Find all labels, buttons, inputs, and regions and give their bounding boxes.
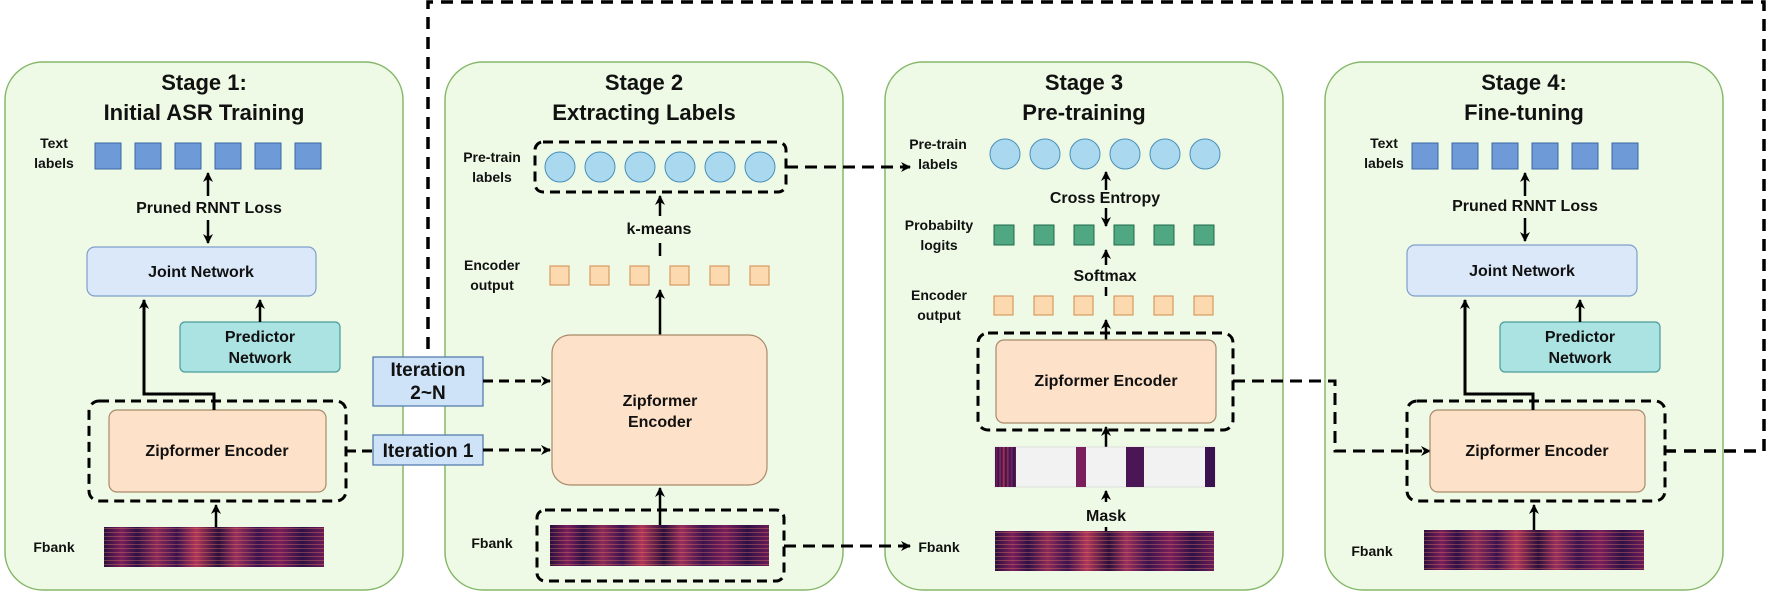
stage-2-encoder-output-squares — [549, 265, 770, 286]
stage-2-title-line1: Stage 2 — [605, 70, 683, 95]
stage-1-fbank-texture — [104, 527, 324, 567]
stage-2-fbank-texture — [550, 525, 769, 566]
stage-3-encoder-output-squares — [993, 295, 1214, 316]
stage-1-pruned-rnnt-loss: Pruned RNNT Loss — [136, 200, 282, 217]
stage-1-title-line1: Stage 1: — [161, 70, 247, 95]
stage-3-pretrain-labels-label: Pre-train — [909, 136, 967, 152]
stage-3-fbank-texture — [995, 531, 1214, 571]
stage-3-to-stage-4-arrow — [1233, 379, 1431, 456]
stage-3-mask-label: Mask — [1086, 508, 1126, 525]
stage-1-fbank-label: Fbank — [33, 539, 74, 555]
iteration-2-n-label-2: 2~N — [410, 383, 445, 404]
stage-2-zipformer-encoder — [551, 334, 768, 486]
stage-3-pretrain-labels-label-2: labels — [918, 156, 958, 172]
stage-4-joint-network-label: Joint Network — [1469, 263, 1575, 280]
stage-4-predictor-label-1: Predictor — [1545, 329, 1615, 346]
stage-1-joint-network — [86, 246, 317, 297]
stage-1-predictor-label-2: Network — [228, 350, 291, 367]
stage-4-joint-network — [1406, 244, 1638, 297]
stage-3-title-line1: Stage 3 — [1045, 70, 1123, 95]
iteration-1-label: Iteration 1 — [383, 441, 474, 462]
stage-1-predictor-label-1: Predictor — [225, 329, 295, 346]
stage-3-prob-logits-label: Probabilty — [905, 217, 974, 233]
stage-3-softmax-label: Softmax — [1073, 268, 1136, 285]
feedback-loop-line — [426, 0, 1766, 453]
stage-3-encoder-output-label-2: output — [917, 307, 961, 323]
stage-4-text-labels-label: Text — [1370, 135, 1398, 151]
stage-1-text-labels-label-2: labels — [34, 155, 74, 171]
stage-4-zipformer-label: Zipformer Encoder — [1465, 443, 1608, 460]
stage-4-encoder-dashed-box — [1405, 399, 1667, 503]
stage-3-prob-logits-label-2: logits — [920, 237, 958, 253]
stage-4-title-line2: Fine-tuning — [1464, 100, 1584, 125]
stage-4-text-labels-label-2: labels — [1364, 155, 1404, 171]
stage-1-encoder-to-joint-arrow — [139, 299, 216, 410]
stage-4-pruned-rnnt-loss: Pruned RNNT Loss — [1452, 198, 1598, 215]
stage-4-predictor-label-2: Network — [1548, 350, 1611, 367]
stage-2-pretrain-labels-label-2: labels — [472, 169, 512, 185]
stage-3-masked-spectrogram — [994, 446, 1216, 488]
stage-1-text-labels-label: Text — [40, 135, 68, 151]
stage-2-zipformer-label-2: Encoder — [628, 414, 692, 431]
stage-2-fbank-label: Fbank — [471, 535, 512, 551]
stage-1-zipformer-encoder — [108, 409, 327, 493]
stage-4-text-label-squares — [1411, 142, 1639, 170]
stage-2-encoder-output-label-2: output — [470, 277, 514, 293]
stage-4-encoder-to-joint-arrow — [1460, 299, 1535, 410]
stage-3-fbank-label: Fbank — [918, 539, 959, 555]
stage-3-title-line2: Pre-training — [1022, 100, 1145, 125]
stage-1-zipformer-label: Zipformer Encoder — [145, 443, 288, 460]
iteration-2-n-box — [372, 356, 484, 407]
stage-2-pretrain-labels-label: Pre-train — [463, 149, 521, 165]
stage-4-title-line1: Stage 4: — [1481, 70, 1567, 95]
stage-3-cross-entropy-label: Cross Entropy — [1050, 190, 1160, 207]
stage-1-text-label-squares — [94, 142, 322, 170]
stage-2-title-line2: Extracting Labels — [552, 100, 735, 125]
stage-4-fbank-texture — [1424, 530, 1644, 570]
stage-3-encoder-output-label: Encoder — [911, 287, 968, 303]
stage-3-pretrain-circles — [989, 138, 1221, 170]
stage-2-pretrain-circles — [544, 151, 776, 183]
stage-2-kmeans-label: k-means — [627, 221, 692, 238]
stage-2-encoder-output-label: Encoder — [464, 257, 521, 273]
iteration-2-n-label-1: Iteration — [391, 360, 466, 381]
stage-1-title-line2: Initial ASR Training — [104, 100, 305, 125]
stage-3-zipformer-encoder — [995, 339, 1217, 424]
stage-3-zipformer-label: Zipformer Encoder — [1034, 373, 1177, 390]
stage-1-joint-network-label: Joint Network — [148, 264, 254, 281]
iteration-1-box — [372, 434, 484, 466]
stage-4-zipformer-encoder — [1429, 409, 1646, 493]
stage-4-fbank-label: Fbank — [1351, 543, 1392, 559]
stage-2-zipformer-label-1: Zipformer — [623, 393, 698, 410]
stage-3-logit-squares — [993, 224, 1215, 246]
